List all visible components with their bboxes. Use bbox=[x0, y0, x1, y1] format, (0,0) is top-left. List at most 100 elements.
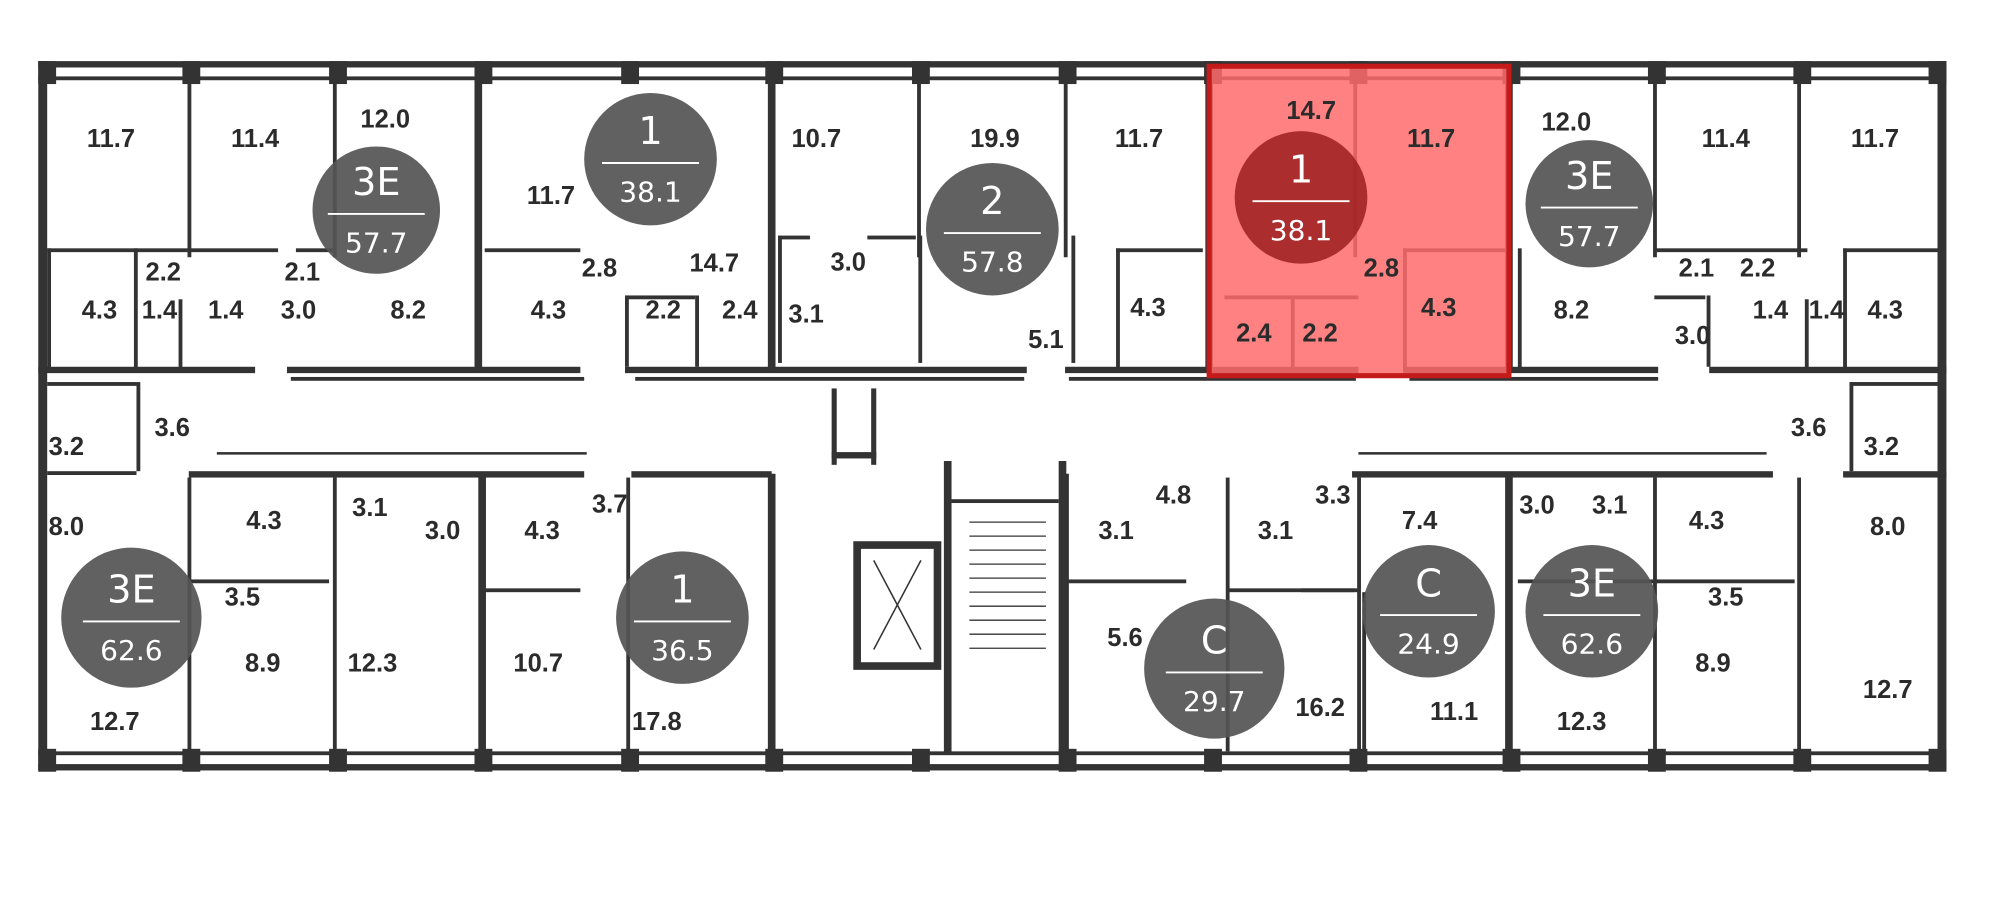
wall bbox=[1362, 592, 1367, 752]
apartment-wall bbox=[474, 78, 483, 372]
room-area-label: 12.0 bbox=[360, 106, 410, 134]
room-area-label: 3.1 bbox=[788, 301, 823, 329]
room-area-label: 4.3 bbox=[1867, 297, 1902, 325]
window-pier bbox=[474, 748, 493, 772]
window-pier bbox=[1647, 748, 1666, 772]
apartment-area: 36.5 bbox=[651, 634, 713, 667]
room-wall bbox=[1063, 78, 1068, 258]
room-area-label: 8.0 bbox=[49, 513, 84, 541]
apartment-type: 2 bbox=[980, 180, 1004, 224]
wall bbox=[188, 248, 279, 253]
room-area-label: 12.0 bbox=[1542, 108, 1592, 136]
apartment-badge[interactable]: 257.8 bbox=[926, 163, 1059, 296]
wall bbox=[47, 471, 137, 476]
apartment-type: 3E bbox=[107, 569, 156, 613]
outer-wall-left bbox=[38, 61, 48, 771]
apartment-wall bbox=[767, 78, 776, 372]
apartment-badge-circle bbox=[1525, 545, 1659, 678]
wall bbox=[831, 452, 877, 459]
apartment-type: 1 bbox=[1289, 148, 1313, 192]
room-area-label: 3.5 bbox=[225, 583, 260, 611]
apartment-badge-circle bbox=[1362, 545, 1495, 678]
wall bbox=[625, 366, 1027, 374]
apartment-area: 62.6 bbox=[1561, 628, 1623, 661]
room-area-label: 12.3 bbox=[1557, 708, 1607, 736]
apartment-badge-circle bbox=[1234, 131, 1368, 264]
wall bbox=[1227, 588, 1355, 593]
room-wall bbox=[1797, 477, 1802, 752]
room-area-label: 19.9 bbox=[970, 125, 1020, 153]
room-area-label: 2.4 bbox=[722, 297, 758, 325]
apartment-area: 62.6 bbox=[100, 634, 162, 667]
room-area-label: 8.0 bbox=[1870, 513, 1905, 541]
outer-wall-bottom-inner bbox=[38, 751, 1947, 756]
wall bbox=[635, 376, 1025, 381]
window-pier bbox=[1647, 61, 1666, 85]
wall bbox=[1849, 382, 1854, 472]
wall bbox=[1843, 248, 1938, 253]
stair-landing bbox=[951, 499, 1059, 504]
window-pier bbox=[38, 61, 57, 85]
apartment-badge[interactable]: 136.5 bbox=[616, 551, 749, 684]
apartment-badge[interactable]: 138.1 bbox=[584, 92, 717, 226]
apartment-wall bbox=[478, 473, 486, 754]
room-area-label: 3.2 bbox=[49, 433, 84, 461]
wall bbox=[484, 248, 581, 253]
wall bbox=[1068, 376, 1356, 381]
room-area-label: 3.0 bbox=[830, 248, 865, 276]
room-area-label: 1.4 bbox=[142, 297, 178, 325]
room-area-label: 3.0 bbox=[425, 517, 460, 545]
room-area-label: 11.7 bbox=[1407, 125, 1455, 153]
window-pier bbox=[329, 748, 347, 772]
wall bbox=[1065, 579, 1187, 584]
apartment-area: 38.1 bbox=[1270, 214, 1332, 247]
wall bbox=[625, 295, 696, 300]
room-area-label: 12.7 bbox=[1863, 676, 1913, 704]
room-wall bbox=[332, 477, 337, 752]
apartment-area: 57.7 bbox=[1558, 220, 1620, 253]
room-area-label: 8.9 bbox=[1695, 650, 1730, 678]
apartment-badge[interactable]: C24.9 bbox=[1362, 545, 1495, 678]
wall bbox=[778, 235, 782, 363]
wall bbox=[47, 248, 188, 253]
wall bbox=[1654, 248, 1808, 253]
apartment-type: 3E bbox=[1565, 155, 1614, 199]
wall bbox=[1403, 366, 1659, 374]
apartment-wall bbox=[767, 473, 776, 754]
room-area-label: 11.4 bbox=[1702, 125, 1751, 153]
wall bbox=[295, 248, 335, 253]
room-area-label: 11.1 bbox=[1430, 698, 1478, 726]
window-pier bbox=[1928, 61, 1947, 85]
room-area-label: 7.4 bbox=[1402, 507, 1438, 535]
wall bbox=[1709, 366, 1947, 374]
room-area-label: 1.4 bbox=[1753, 297, 1789, 325]
apartment-badge[interactable]: 3E 62.6 bbox=[61, 547, 202, 688]
room-area-label: 14.7 bbox=[1286, 97, 1336, 125]
outer-wall-top-inner bbox=[38, 76, 1947, 81]
wall bbox=[625, 295, 629, 367]
wall bbox=[1071, 235, 1076, 363]
window-pier bbox=[765, 61, 784, 85]
window-pier bbox=[1058, 748, 1077, 772]
apartment-wall bbox=[1505, 473, 1513, 754]
room-area-label: 5.6 bbox=[1107, 624, 1142, 652]
room-area-label: 8.2 bbox=[1554, 297, 1589, 325]
room-area-label: 3.1 bbox=[352, 494, 387, 522]
apartment-badge[interactable]: C29.7 bbox=[1144, 598, 1285, 739]
apartment-badge[interactable]: 138.1 bbox=[1234, 131, 1368, 264]
room-area-label: 3.1 bbox=[1592, 492, 1627, 520]
outer-wall-top bbox=[38, 61, 1947, 68]
apartment-badge[interactable]: 3E 57.7 bbox=[1525, 140, 1654, 268]
wall bbox=[133, 248, 138, 370]
window-pier bbox=[1793, 748, 1812, 772]
stairwell-wall bbox=[943, 461, 952, 754]
room-area-label: 2.2 bbox=[1302, 320, 1337, 348]
room-wall bbox=[917, 78, 921, 258]
room-area-label: 10.7 bbox=[513, 650, 563, 678]
corridor-partition bbox=[290, 376, 585, 381]
